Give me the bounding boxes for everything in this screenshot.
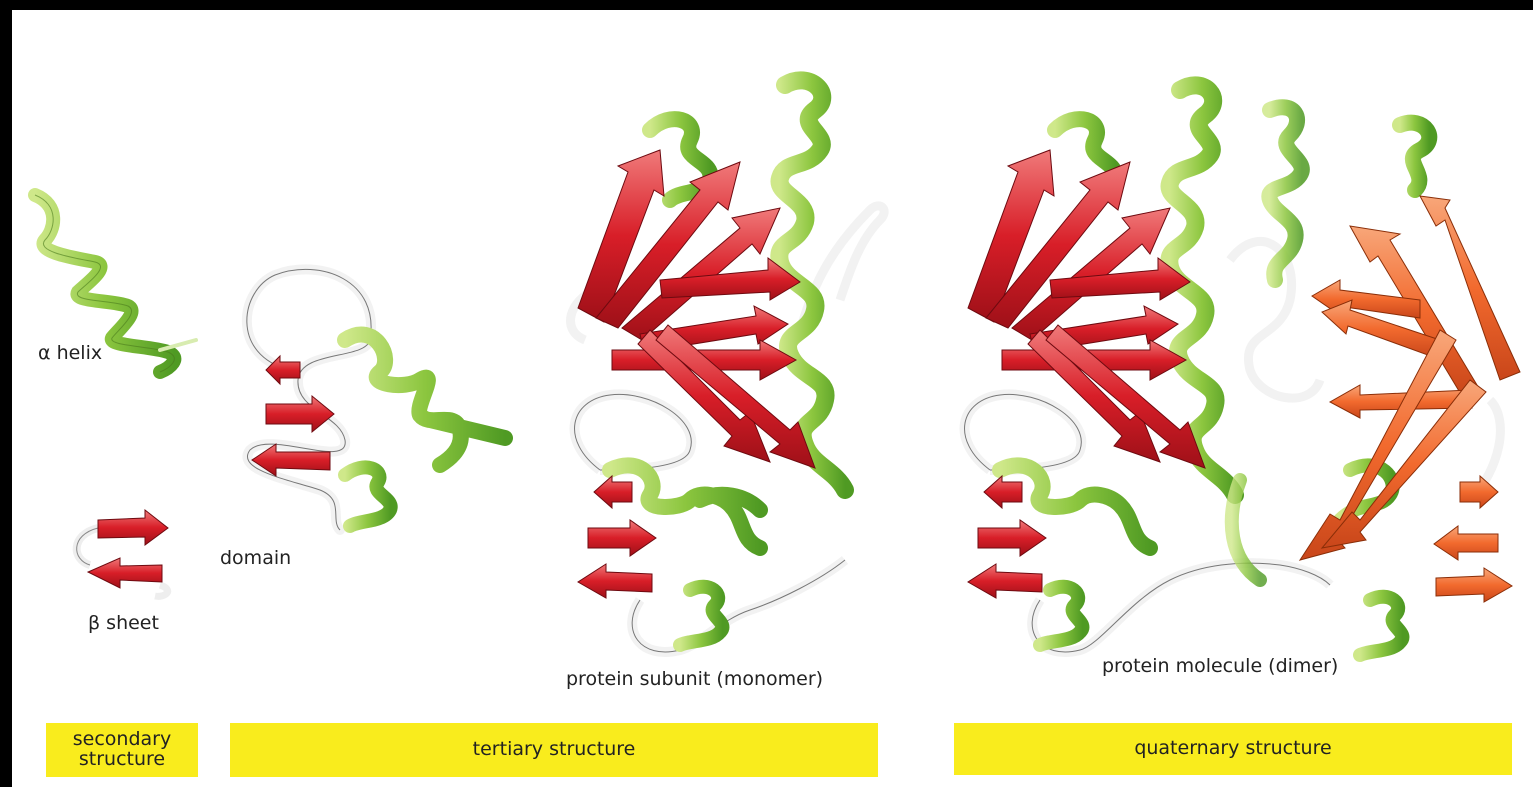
- alpha-helix-label: α helix: [38, 344, 102, 363]
- quaternary-structure-text: quaternary structure: [1134, 739, 1331, 759]
- dimer-drawing: [965, 85, 1520, 655]
- quaternary-structure-band: quaternary structure: [954, 723, 1512, 775]
- secondary-structure-band: secondary structure: [46, 723, 198, 777]
- secondary-structure-text: secondary structure: [62, 730, 182, 770]
- domain-drawing: [247, 269, 505, 530]
- monomer-drawing: [571, 80, 885, 652]
- dimer-label: protein molecule (dimer): [1102, 657, 1338, 676]
- beta-sheet-drawing: [77, 510, 168, 596]
- beta-sheet-label: β sheet: [88, 614, 159, 633]
- tertiary-structure-text: tertiary structure: [473, 740, 636, 760]
- monomer-label: protein subunit (monomer): [566, 670, 823, 689]
- domain-label: domain: [220, 549, 291, 568]
- tertiary-structure-band: tertiary structure: [230, 723, 878, 777]
